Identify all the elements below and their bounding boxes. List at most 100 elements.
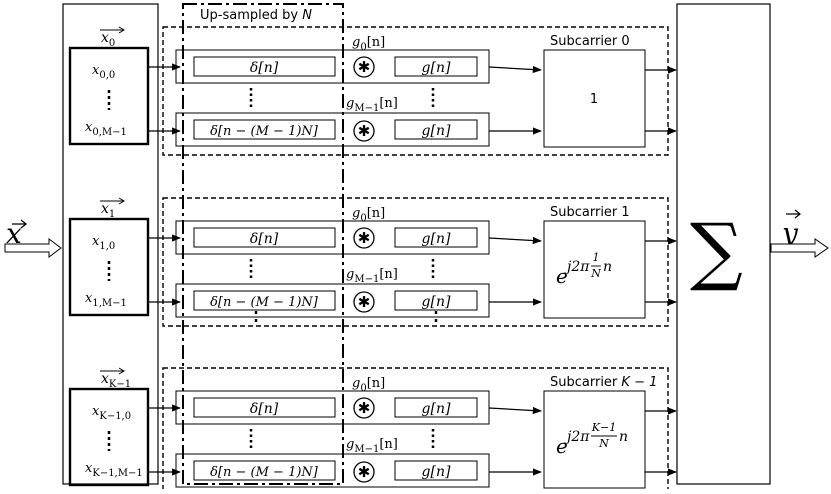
subcarrier-exp-base: e xyxy=(556,264,568,288)
input-vector-arrow-accent xyxy=(12,219,27,229)
output-vector-symbol: y xyxy=(780,217,799,250)
subcarrier-exp-prefix: j2π xyxy=(564,259,590,275)
group-outline xyxy=(162,26,669,156)
convolution-icon-glyph: ✱ xyxy=(358,58,371,76)
row-output-arrow xyxy=(488,236,542,245)
upsampling-label-bg xyxy=(196,5,332,23)
pulse-label-top: g[n] xyxy=(422,401,451,417)
delta-label-bottom: δ[n − (M − 1)N] xyxy=(210,465,319,480)
convolution-icon-glyph: ✱ xyxy=(358,229,371,247)
convolution-icon xyxy=(353,120,375,142)
subcarrier-exp-base: e xyxy=(556,434,568,458)
symbol-vector-box xyxy=(68,46,150,146)
subcarrier-exp-numerator: 1 xyxy=(593,251,600,264)
convolution-icon-glyph: ✱ xyxy=(358,293,371,311)
input-hollow-arrow xyxy=(4,238,62,258)
convolution-icon-glyph: ✱ xyxy=(358,122,371,140)
pulse-box-top xyxy=(394,227,478,248)
convolution-icon xyxy=(353,461,375,483)
symbol-element-first: xK−1,0 xyxy=(92,404,131,422)
convolution-icon-glyph: ✱ xyxy=(358,463,371,481)
subcarrier-value: 1 xyxy=(590,92,598,107)
upsampling-label: Up-sampled by N xyxy=(200,8,312,23)
pulse-label-top: g[n] xyxy=(422,60,451,76)
symbol-element-last: x0,M−1 xyxy=(85,120,127,138)
convolution-icon xyxy=(353,291,375,313)
delta-label-top: δ[n] xyxy=(250,60,279,76)
vector-overline-arrow xyxy=(100,197,125,205)
filter-row-top xyxy=(175,220,490,255)
filter-label-bottom: gM−1[n] xyxy=(346,437,398,455)
pulse-label-bottom: g[n] xyxy=(422,294,451,310)
symbol-element-first: x1,0 xyxy=(92,234,115,252)
delta-box-bottom xyxy=(193,119,336,140)
pulse-label-bottom: g[n] xyxy=(422,123,451,139)
pulse-label-top: g[n] xyxy=(422,231,451,247)
delta-label-bottom: δ[n − (M − 1)N] xyxy=(210,124,319,139)
group-outline xyxy=(162,367,669,494)
filter-row-top xyxy=(175,390,490,425)
delta-label-top: δ[n] xyxy=(250,231,279,247)
sum-symbol: ∑ xyxy=(690,208,743,294)
vector-label: x1 xyxy=(101,201,115,220)
symbol-vector-box xyxy=(68,217,150,317)
filter-label-top: g0[n] xyxy=(352,206,385,224)
group-2: xK−1 xK−1,0 xK−1,M−1 g0[n] gM−1[n] δ[n] δ[n − … xyxy=(68,367,677,494)
filter-row-bottom xyxy=(175,283,490,318)
subcarrier-label: Subcarrier 0 xyxy=(550,34,630,49)
subcarrier-exp-denominator: N xyxy=(598,437,609,450)
vector-label: xK−1 xyxy=(101,371,131,390)
convolution-icon xyxy=(353,397,375,419)
subcarrier-label: Subcarrier 1 xyxy=(550,205,630,220)
delta-box-top xyxy=(193,56,336,77)
convolution-icon xyxy=(353,56,375,78)
upsampling-region xyxy=(182,3,344,485)
filter-row-bottom xyxy=(175,453,490,488)
symbol-vector-box xyxy=(68,387,150,487)
subcarrier-exp-suffix: n xyxy=(619,429,628,445)
vector-label: x0 xyxy=(101,30,115,49)
input-vector-symbol: x xyxy=(6,217,22,250)
pulse-box-bottom xyxy=(394,119,478,140)
subcarrier-exp-numerator: K−1 xyxy=(591,421,616,434)
subcarrier-box xyxy=(543,220,646,319)
delta-box-bottom xyxy=(193,290,336,311)
pulse-box-top xyxy=(394,56,478,77)
subcarrier-exp-denominator: N xyxy=(590,267,601,280)
pulse-box-top xyxy=(394,397,478,418)
pulse-box-bottom xyxy=(394,460,478,481)
delta-label-top: δ[n] xyxy=(250,401,279,417)
filter-row-bottom xyxy=(175,112,490,147)
subcarrier-box xyxy=(543,49,646,148)
filter-row-top xyxy=(175,49,490,84)
subcarrier-box xyxy=(543,390,646,489)
row-output-arrow xyxy=(488,65,542,74)
delta-box-top xyxy=(193,397,336,418)
subcarrier-label: Subcarrier K − 1 xyxy=(550,375,657,390)
pulse-label-bottom: g[n] xyxy=(422,464,451,480)
convolution-icon xyxy=(353,227,375,249)
subcarrier-exp-prefix: j2π xyxy=(564,429,590,445)
convolution-icon-glyph: ✱ xyxy=(358,399,371,417)
filter-label-top: g0[n] xyxy=(352,35,385,53)
subcarrier-exp-suffix: n xyxy=(603,259,612,275)
symbol-element-last: xK−1,M−1 xyxy=(85,461,143,479)
output-hollow-arrow xyxy=(770,238,829,258)
summation-block xyxy=(676,3,771,485)
delta-box-bottom xyxy=(193,460,336,481)
vector-overline-arrow xyxy=(100,26,125,34)
pulse-box-bottom xyxy=(394,290,478,311)
symbol-element-first: x0,0 xyxy=(92,63,115,81)
row-output-arrow xyxy=(488,406,542,415)
filter-label-top: g0[n] xyxy=(352,376,385,394)
filter-label-bottom: gM−1[n] xyxy=(346,267,398,285)
symbol-element-last: x1,M−1 xyxy=(85,291,127,309)
delta-box-top xyxy=(193,227,336,248)
vector-overline-arrow xyxy=(100,367,125,375)
output-vector-arrow-accent xyxy=(786,209,801,219)
group-outline xyxy=(162,197,669,327)
